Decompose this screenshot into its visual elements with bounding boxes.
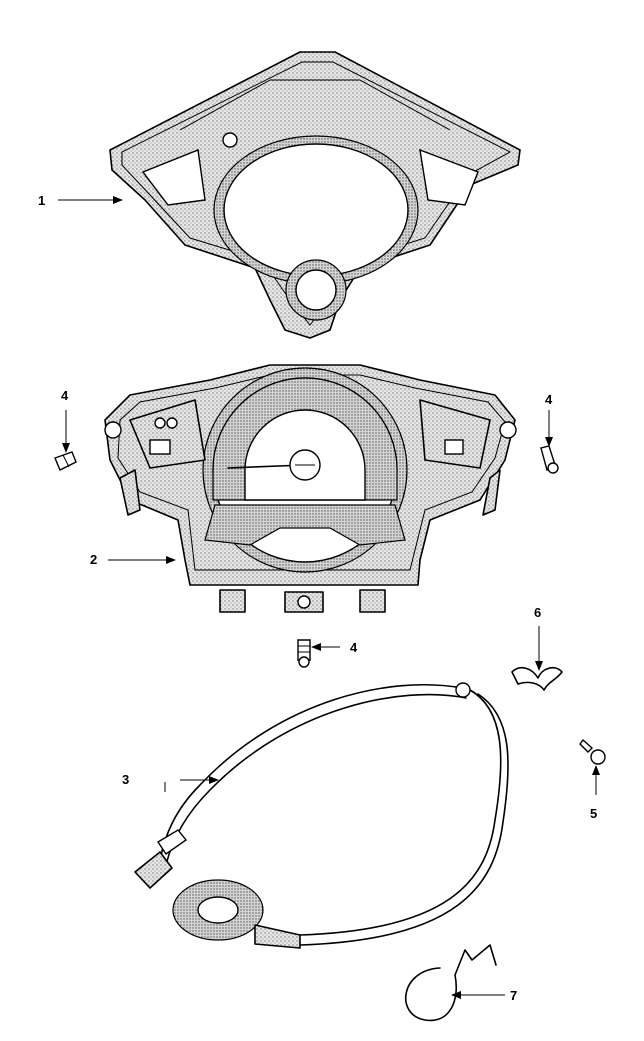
callout-part-2: 2: [90, 552, 97, 567]
screw-bottom: [297, 639, 311, 668]
leader-lines: [58, 196, 600, 999]
screw-left: [54, 451, 77, 471]
callout-part-3: 3: [122, 772, 129, 787]
callout-part-1: 1: [38, 193, 45, 208]
callout-part-4-bottom: 4: [350, 640, 358, 655]
meter-cover: [109, 51, 521, 339]
bolt: [579, 738, 606, 765]
callout-part-4-left: 4: [61, 388, 69, 403]
callout-part-7: 7: [510, 988, 517, 1003]
meter-assembly: [104, 364, 517, 613]
cable-clip: [511, 666, 563, 691]
callout-part-6: 6: [534, 605, 541, 620]
speedometer-cable: [134, 682, 509, 949]
callout-part-5: 5: [590, 806, 597, 821]
speedometer-dial: [212, 377, 398, 501]
callout-part-4-right: 4: [545, 392, 553, 407]
screw-right: [540, 445, 559, 474]
wire-clip: [404, 944, 497, 1022]
